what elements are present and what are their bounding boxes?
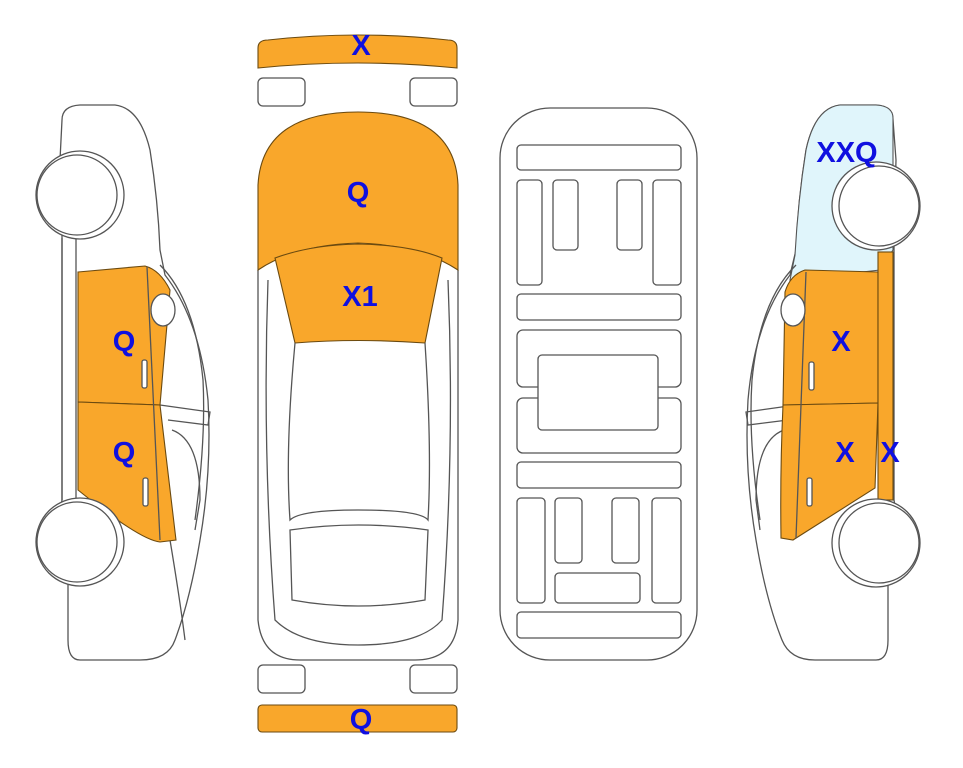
right-mirror [780,293,806,327]
door-handle-icon [142,477,149,507]
left-side-view: Q Q [35,104,211,661]
left-headlight [257,77,306,107]
rear-bumper-label: Q [350,704,373,736]
right-sill-label: X [880,437,900,469]
hood-label: Q [347,177,370,209]
left-front-wheel [36,154,118,236]
right-rear-wheel [838,502,920,584]
windshield-label: X1 [342,281,377,313]
door-handle-icon [808,361,815,391]
right-front-door-label: X [831,326,851,358]
right-side-view: XXQ X X X [745,104,921,661]
windshield-panel[interactable] [274,243,443,344]
right-rear-door-panel[interactable] [780,402,879,541]
left-rear-door-label: Q [113,437,136,469]
left-mirror [150,293,176,327]
right-front-door-panel[interactable] [782,269,879,406]
right-front-wheel [838,165,920,247]
right-rear-door-label: X [835,437,855,469]
top-view: X Q X1 Q [257,30,459,736]
left-front-door-label: Q [113,326,136,358]
right-front-fender-label: XXQ [816,137,877,169]
underside-view [499,107,698,661]
front-bumper-panel[interactable] [257,34,458,69]
door-handle-icon [141,359,148,389]
left-rear-wheel [36,501,118,583]
right-taillight [409,664,458,694]
right-headlight [409,77,458,107]
door-handle-icon [806,477,813,507]
rear-bumper-panel[interactable] [257,704,458,733]
left-taillight [257,664,306,694]
front-bumper-label: X [351,30,371,62]
